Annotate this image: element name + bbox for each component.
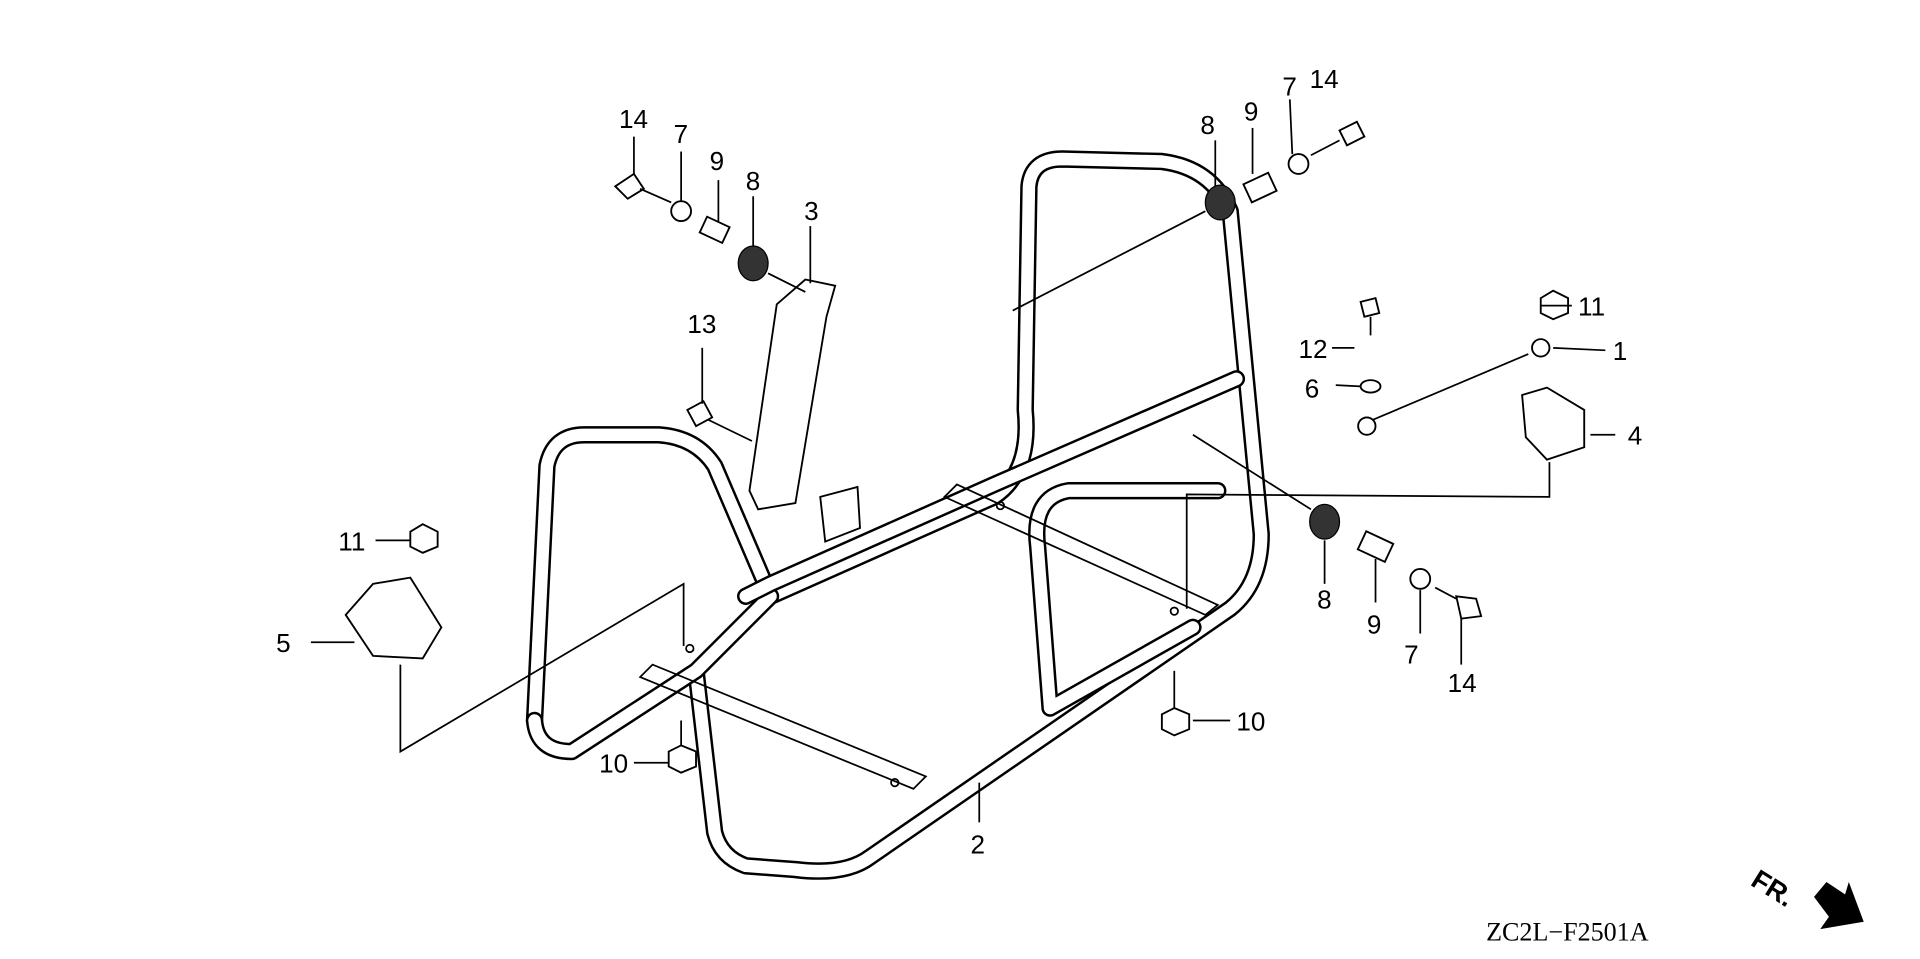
callout-9: 9 (1367, 610, 1382, 640)
base-rails (638, 483, 1220, 790)
leader-lines (310, 99, 1616, 823)
front-arrow-icon (1814, 881, 1864, 930)
callout-10: 10 (1236, 706, 1265, 736)
callout-6: 6 (1305, 374, 1320, 404)
callout-14: 14 (619, 104, 648, 134)
ground-cable-part-1 (1357, 338, 1606, 436)
rubber-mount-part-4 (1521, 386, 1586, 461)
callout-13: 13 (687, 309, 716, 339)
fasteners (409, 289, 1570, 774)
frame-tube (525, 150, 1270, 880)
callout-12: 12 (1299, 334, 1328, 364)
callout-8: 8 (746, 166, 761, 196)
callout-14: 14 (1310, 64, 1339, 94)
callout-3: 3 (804, 196, 819, 226)
callout-2: 2 (971, 829, 986, 859)
callout-10: 10 (599, 749, 628, 779)
front-label: FR. (1746, 863, 1800, 913)
rubber-mount-part-5 (344, 576, 443, 660)
callout-4: 4 (1628, 421, 1643, 451)
callout-7: 7 (1404, 639, 1419, 669)
diagram-code: ZC2L−F2501A (1486, 917, 1649, 946)
callout-7: 7 (674, 119, 689, 149)
front-direction-indicator: FR. (1746, 863, 1864, 930)
callout-9: 9 (710, 146, 725, 176)
callout-5: 5 (276, 628, 291, 658)
callout-7: 7 (1282, 72, 1297, 102)
callout-9: 9 (1244, 96, 1259, 126)
mount-5-leader (399, 582, 685, 754)
callout-8: 8 (1200, 110, 1215, 140)
left-mount-hardware (613, 172, 806, 442)
callout-14: 14 (1448, 668, 1477, 698)
callout-8: 8 (1317, 585, 1332, 615)
callout-11: 11 (338, 526, 365, 556)
mount-4-leader (1185, 462, 1551, 609)
callout-11: 11 (1578, 292, 1605, 322)
right-mount-hardware (1012, 120, 1483, 620)
callout-1: 1 (1613, 336, 1628, 366)
bracket-part-3 (748, 278, 837, 511)
bracket-tab (819, 485, 861, 543)
